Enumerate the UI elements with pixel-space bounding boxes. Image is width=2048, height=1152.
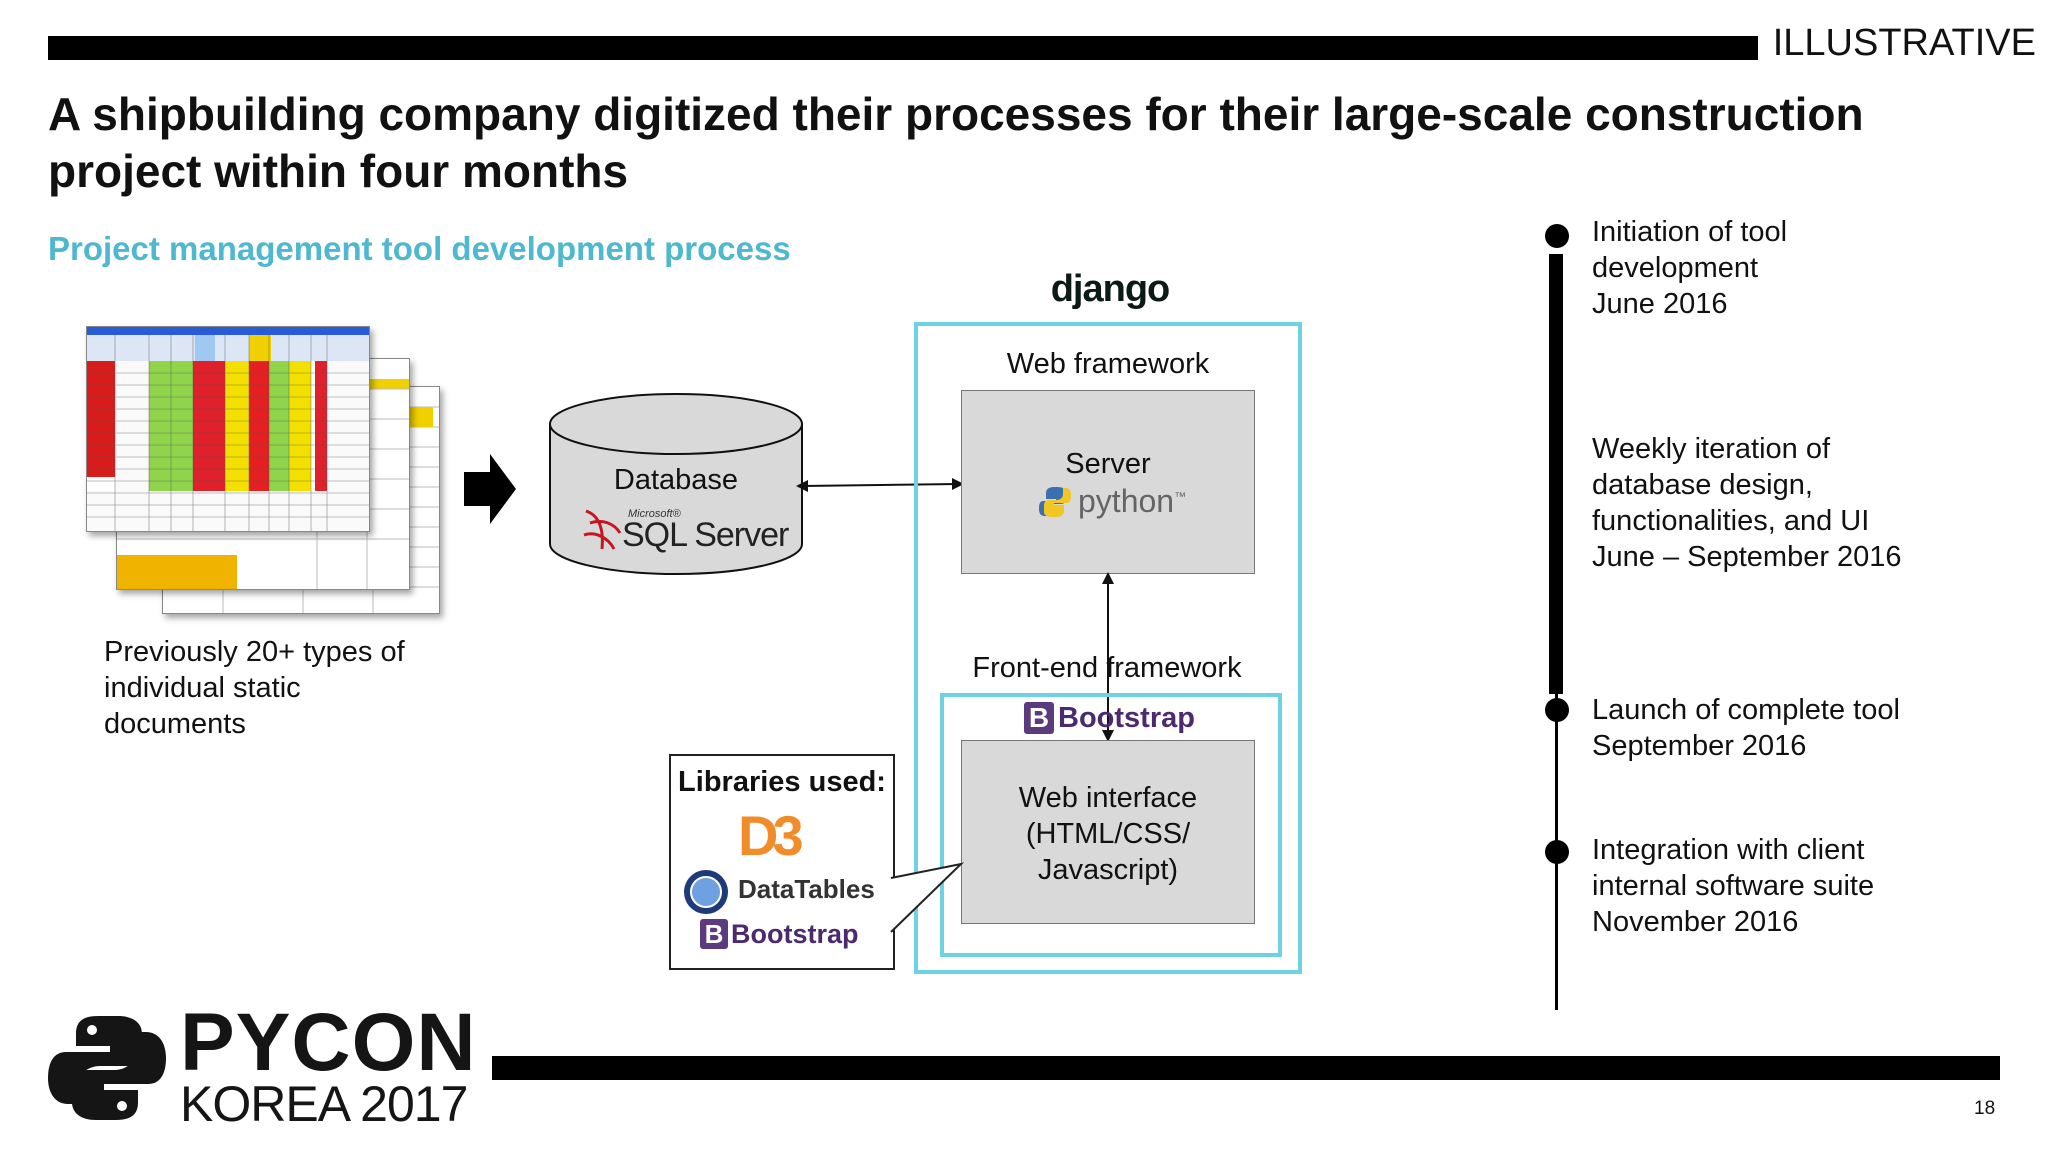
timeline-text-line: functionalities, and UI xyxy=(1592,505,1870,537)
web-framework-label: Web framework xyxy=(1006,348,1210,380)
bootstrap-icon: B xyxy=(700,919,728,949)
slide-title: A shipbuilding company digitized their p… xyxy=(48,88,1864,197)
bootstrap-wordmark: Bootstrap xyxy=(731,918,859,949)
document-sheet-front xyxy=(86,326,370,532)
timeline-date: September 2016 xyxy=(1592,730,1807,762)
pycon-korea-year: KOREA 2017 xyxy=(180,1076,468,1132)
timeline-date: November 2016 xyxy=(1592,906,1799,938)
bootstrap-logo-small: B Bootstrap xyxy=(700,917,859,951)
bootstrap-icon: B xyxy=(1024,702,1054,734)
pycon-wordmark: PYCON xyxy=(180,997,477,1088)
web-interface-line: (HTML/CSS/ xyxy=(1025,818,1191,850)
slide-subtitle: Project management tool development proc… xyxy=(48,230,791,267)
illustrative-tag: ILLUSTRATIVE xyxy=(1772,22,2036,64)
timeline-text-line: internal software suite xyxy=(1592,870,1875,902)
sql-server-vendor: Microsoft® xyxy=(628,508,681,520)
footer-bar xyxy=(492,1056,2000,1080)
timeline-dot xyxy=(1545,224,1569,248)
sql-server-logo-icon xyxy=(583,509,622,550)
db-server-connector xyxy=(796,478,964,492)
timeline-text-line: Initiation of tool xyxy=(1592,216,1788,248)
server-label: Server xyxy=(1065,448,1151,480)
web-interface-line: Javascript) xyxy=(1037,854,1179,886)
timeline-text-line: development xyxy=(1592,252,1759,284)
timeline-date: June 2016 xyxy=(1592,288,1728,320)
documents-stack xyxy=(86,326,446,616)
web-interface-line: Web interface xyxy=(1018,782,1198,814)
timeline-item-iteration: Weekly iteration of database design, fun… xyxy=(1592,431,1902,575)
timeline-line-thick xyxy=(1549,254,1563,694)
server-webif-connector xyxy=(1102,572,1114,742)
frontend-frame xyxy=(940,693,1282,957)
python-logo-icon xyxy=(1039,487,1071,517)
bootstrap-logo: B Bootstrap xyxy=(1024,700,1195,736)
pycon-snake-logo-icon xyxy=(48,1016,166,1120)
timeline-text-line: Integration with client xyxy=(1592,834,1865,866)
bootstrap-wordmark: Bootstrap xyxy=(1058,701,1195,734)
timeline-text-line: Launch of complete tool xyxy=(1592,694,1900,726)
server-box xyxy=(961,390,1255,574)
timeline-date: June – September 2016 xyxy=(1592,541,1902,573)
python-trademark: ™ xyxy=(1174,489,1187,504)
web-interface-box xyxy=(961,740,1255,924)
timeline-item-integration: Integration with client internal softwar… xyxy=(1592,832,1874,940)
callout-pointer xyxy=(888,862,964,933)
timeline-dot xyxy=(1545,698,1569,722)
frontend-framework-label: Front-end framework xyxy=(972,652,1242,684)
datatables-wordmark: DataTables xyxy=(738,874,875,904)
page-number: 18 xyxy=(1974,1098,1996,1119)
documents-caption: Previously 20+ types of individual stati… xyxy=(104,636,405,740)
database-label: Database xyxy=(613,464,739,496)
web-interface-label: Web interface (HTML/CSS/ Javascript) xyxy=(961,780,1255,888)
header-bar xyxy=(48,36,1758,60)
database-cylinder-icon xyxy=(549,393,803,575)
timeline-dot xyxy=(1545,840,1569,864)
timeline-item-launch: Launch of complete tool September 2016 xyxy=(1592,692,1900,764)
timeline-item-initiation: Initiation of tool development June 2016 xyxy=(1592,214,1787,322)
spreadsheet-image xyxy=(87,327,369,531)
timeline-text-line: database design, xyxy=(1592,469,1813,501)
datatables-logo-icon xyxy=(684,870,728,914)
python-logo-text: python™ xyxy=(1078,483,1186,520)
django-logo: django xyxy=(1050,268,1171,310)
timeline-text-line: Weekly iteration of xyxy=(1592,433,1831,465)
sql-server-name: SQL Server xyxy=(622,516,789,554)
python-wordmark: python xyxy=(1078,483,1175,519)
d3-logo: D3 xyxy=(738,804,804,867)
django-frame xyxy=(914,322,1302,974)
libraries-title: Libraries used: xyxy=(678,766,886,798)
block-arrow-icon xyxy=(464,454,516,524)
